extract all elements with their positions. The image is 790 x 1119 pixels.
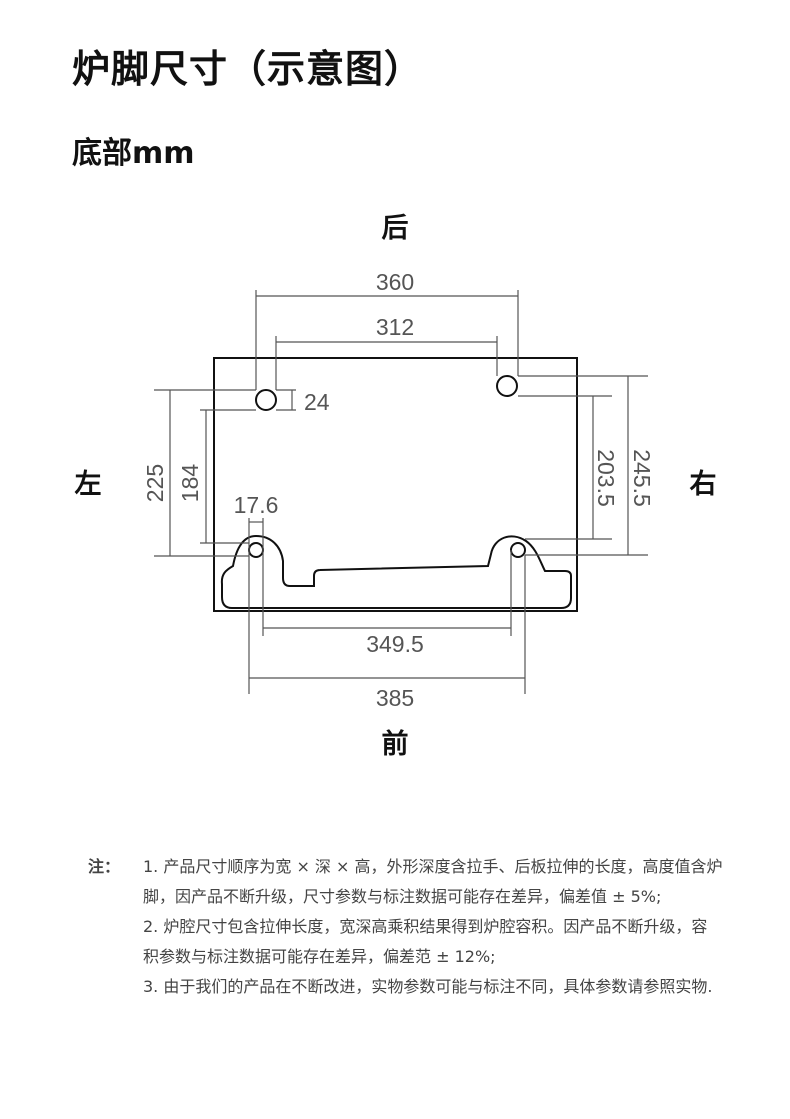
front-left-foot	[248, 542, 264, 558]
dim-front-outer-width: 385	[376, 685, 414, 711]
notes-label: 注：	[88, 857, 121, 876]
dim-right-inner-depth: 203.5	[593, 449, 619, 507]
oven-base-outline	[213, 357, 578, 612]
back-left-foot	[255, 389, 277, 411]
section-subtitle: 底部mm	[72, 136, 195, 171]
note-item: 2. 炉腔尺寸包含拉伸长度，宽深高乘积结果得到炉腔容积。因产品不断升级，容积参数…	[143, 917, 708, 966]
dim-left-inner-depth: 184	[177, 464, 203, 503]
front-right-foot	[510, 542, 526, 558]
dim-inner-width-back: 312	[376, 314, 414, 340]
dim-front-foot-width: 17.6	[234, 492, 279, 518]
notes-list: 1. 产品尺寸顺序为宽 × 深 × 高，外形深度含拉手、后板拉伸的长度，高度值含…	[143, 852, 723, 1002]
page-title: 炉脚尺寸（示意图）	[72, 47, 424, 91]
direction-front: 前	[382, 728, 409, 760]
back-right-foot	[496, 375, 518, 397]
note-item: 3. 由于我们的产品在不断改进，实物参数可能与标注不同，具体参数请参照实物.	[143, 977, 713, 996]
direction-right: 右	[690, 469, 717, 500]
dim-right-outer-depth: 245.5	[629, 449, 655, 507]
front-foot-bar	[220, 534, 572, 609]
direction-left: 左	[75, 469, 102, 500]
note-item: 1. 产品尺寸顺序为宽 × 深 × 高，外形深度含拉手、后板拉伸的长度，高度值含…	[143, 857, 723, 906]
dim-foot-diameter: 24	[304, 389, 330, 415]
direction-back: 后	[382, 213, 409, 244]
dim-outer-width-back: 360	[376, 269, 414, 295]
dim-front-inner-width: 349.5	[366, 631, 424, 657]
dim-left-outer-depth: 225	[142, 464, 168, 502]
